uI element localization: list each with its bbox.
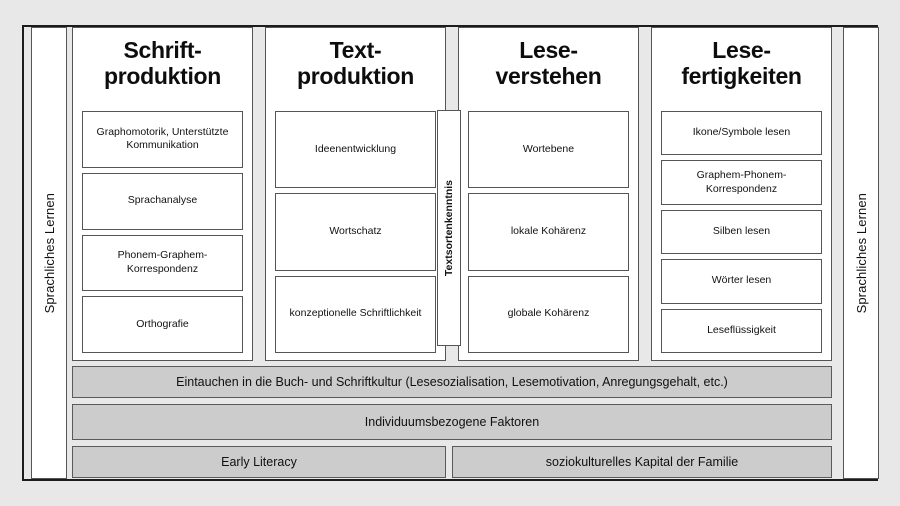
- item-box: Ideenentwicklung: [275, 111, 436, 189]
- column-title-line2: fertigkeiten: [681, 63, 802, 90]
- column-schriftproduktion: Schrift- produktion Graphomotorik, Unter…: [72, 27, 253, 361]
- item-box: Wörter lesen: [661, 259, 822, 304]
- item-box: Wortschatz: [275, 193, 436, 271]
- connector-label: Textsortenkenntnis: [443, 179, 455, 277]
- column-title-schriftproduktion: Schrift- produktion: [73, 28, 252, 89]
- item-box: Silben lesen: [661, 209, 822, 255]
- column-title-line2: verstehen: [495, 63, 602, 90]
- item-box: Ikone/Symbole lesen: [661, 111, 822, 156]
- column-items-textproduktion: Ideenentwicklung Wortschatz konzeptionel…: [275, 111, 436, 353]
- column-title-leseverstehen: Lese- verstehen: [459, 28, 638, 89]
- sidebar-rail-left: Sprachliches Lernen: [31, 27, 67, 479]
- foundation-bar-early-literacy: Early Literacy: [72, 446, 446, 478]
- item-box: Sprachanalyse: [82, 172, 243, 230]
- column-textproduktion: Text- produktion Ideenentwicklung Wortsc…: [265, 27, 446, 361]
- item-box: konzeptionelle Schriftlichkeit: [275, 275, 436, 353]
- foundation-bar-immersion: Eintauchen in die Buch- und Schriftkultu…: [72, 366, 832, 398]
- item-box: Orthografie: [82, 296, 243, 353]
- foundation-bar-socio-cultural: soziokulturelles Kapital der Familie: [452, 446, 832, 478]
- column-title-lesefertigkeiten: Lese- fertigkeiten: [652, 28, 831, 89]
- item-box: globale Kohärenz: [468, 275, 629, 353]
- column-lesefertigkeiten: Lese- fertigkeiten Ikone/Symbole lesen G…: [651, 27, 832, 361]
- column-items-lesefertigkeiten: Ikone/Symbole lesen Graphem-Phonem-Korre…: [661, 111, 822, 354]
- column-leseverstehen: Lese- verstehen Wortebene lokale Kohären…: [458, 27, 639, 361]
- column-title-line1: Lese-: [712, 37, 771, 63]
- column-items-schriftproduktion: Graphomotorik, Unterstützte Kommunikatio…: [82, 111, 243, 353]
- column-title-line1: Lese-: [519, 37, 578, 63]
- foundation-bar-individual: Individuumsbezogene Faktoren: [72, 404, 832, 440]
- column-title-line1: Text-: [329, 37, 382, 63]
- column-items-leseverstehen: Wortebene lokale Kohärenz globale Kohäre…: [468, 111, 629, 353]
- connector-textsortenkenntnis: Textsortenkenntnis: [437, 110, 461, 346]
- sidebar-rail-right-label: Sprachliches Lernen: [853, 192, 869, 314]
- column-title-line2: produktion: [103, 63, 222, 90]
- item-box: Graphomotorik, Unterstützte Kommunikatio…: [82, 111, 243, 168]
- item-box: Wortebene: [468, 111, 629, 189]
- item-box: Phonem-Graphem-Korrespondenz: [82, 234, 243, 292]
- sidebar-rail-left-label: Sprachliches Lernen: [41, 192, 57, 314]
- column-title-textproduktion: Text- produktion: [266, 28, 445, 89]
- sidebar-rail-right: Sprachliches Lernen: [843, 27, 879, 479]
- column-title-line2: produktion: [296, 63, 415, 90]
- item-box: Graphem-Phonem-Korrespondenz: [661, 160, 822, 205]
- column-title-line1: Schrift-: [123, 37, 202, 63]
- item-box: lokale Kohärenz: [468, 193, 629, 271]
- item-box: Leseflüssigkeit: [661, 308, 822, 354]
